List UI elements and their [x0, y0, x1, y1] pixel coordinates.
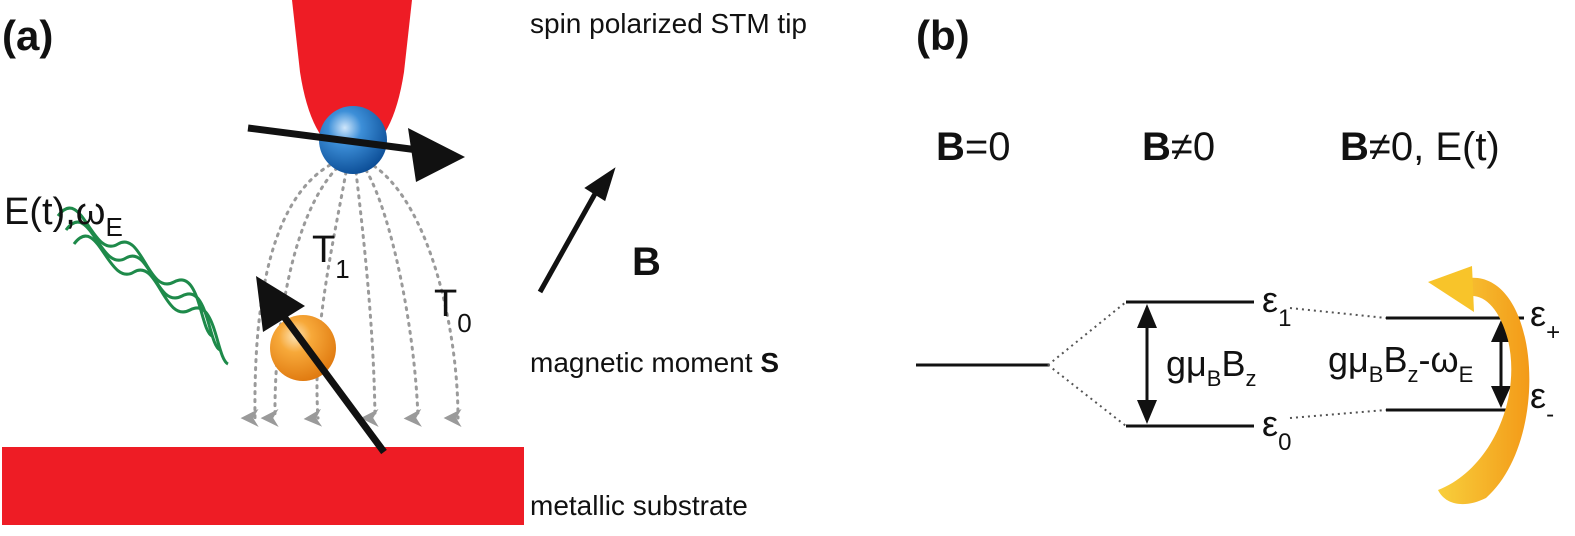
gap-arrow-middle	[1137, 304, 1157, 424]
t0-label-main: T	[434, 283, 457, 325]
header-b-nonzero-bold: B	[1142, 125, 1171, 169]
gap-right-c-sub: E	[1459, 362, 1474, 387]
gap-right-a-sub: B	[1369, 362, 1384, 387]
b-label: B	[632, 240, 661, 284]
gap-middle-b: B	[1221, 343, 1245, 384]
tunneling-paths	[240, 163, 462, 427]
label-eps-plus-sub: +	[1546, 319, 1560, 346]
stm-tip	[292, 0, 412, 158]
moment-label-text: magnetic moment	[530, 347, 760, 378]
t0-label-sub: 0	[457, 308, 471, 338]
header-b-zero-rest: =0	[965, 125, 1011, 169]
tunneling-path-5	[364, 168, 422, 427]
metallic-substrate	[2, 447, 524, 525]
gap-right-a: gμ	[1328, 339, 1369, 380]
t1-label-main: T	[312, 229, 335, 271]
label-eps1: ε1	[1262, 279, 1291, 332]
header-b-nonzero-rest: ≠0	[1171, 125, 1215, 169]
field-label: E(t),ωE	[4, 191, 123, 242]
energy-levels	[916, 300, 1524, 428]
level-connectors	[1047, 301, 1387, 427]
rotation-arrow	[1428, 266, 1530, 505]
field-label-main: E(t),ω	[4, 191, 105, 233]
label-eps-minus: ε-	[1530, 375, 1554, 428]
gap-right-b: B	[1383, 339, 1407, 380]
header-b-zero-bold: B	[936, 125, 965, 169]
label-eps-minus-sub: -	[1546, 401, 1554, 428]
label-eps0-main: ε	[1262, 403, 1278, 444]
tunneling-path-4	[354, 170, 379, 427]
label-eps-plus: ε+	[1530, 293, 1560, 346]
gap-right-b-sub: z	[1407, 362, 1418, 387]
label-eps-plus-main: ε	[1530, 293, 1546, 334]
header-b-nonzero: B≠0	[1142, 125, 1215, 169]
e-field-wave	[56, 206, 230, 366]
header-b-nonzero-et-bold: B	[1340, 125, 1369, 169]
panel-a-label: (a)	[2, 12, 53, 59]
tunneling-path-1	[240, 163, 332, 427]
gap-arrow-right	[1491, 320, 1511, 408]
label-eps1-main: ε	[1262, 279, 1278, 320]
header-b-zero: B=0	[936, 125, 1011, 169]
tunneling-path-6	[372, 164, 462, 427]
b-field-arrow	[537, 167, 616, 294]
moment-spin-arrow	[256, 276, 387, 455]
moment-label: magnetic moment S	[530, 347, 779, 378]
gap-label-right: gμBBz-ωE	[1328, 339, 1473, 387]
tip-label: spin polarized STM tip	[530, 8, 807, 39]
gap-middle-b-sub: z	[1245, 366, 1256, 391]
panel-b-label: (b)	[916, 12, 970, 59]
label-eps-minus-main: ε	[1530, 375, 1546, 416]
substrate-label: metallic substrate	[530, 490, 748, 521]
label-eps1-sub: 1	[1278, 305, 1291, 332]
t1-label-sub: 1	[335, 254, 349, 284]
t0-label: T0	[434, 283, 472, 338]
t1-label: T1	[312, 229, 350, 284]
gap-middle-a: gμ	[1166, 343, 1207, 384]
moment-label-bold: S	[760, 347, 779, 378]
label-eps0-sub: 0	[1278, 429, 1291, 456]
gap-right-c: -ω	[1418, 339, 1458, 380]
field-label-sub: E	[105, 212, 122, 242]
tunneling-path-3	[303, 170, 348, 427]
gap-label-middle: gμBBz	[1166, 343, 1256, 391]
gap-middle-a-sub: B	[1207, 366, 1222, 391]
label-eps0: ε0	[1262, 403, 1291, 456]
tip-spin-arrow	[247, 124, 465, 182]
header-b-nonzero-et-rest: ≠0, E(t)	[1369, 125, 1500, 169]
tunneling-path-2	[260, 166, 339, 427]
header-b-nonzero-et: B≠0, E(t)	[1340, 125, 1500, 169]
